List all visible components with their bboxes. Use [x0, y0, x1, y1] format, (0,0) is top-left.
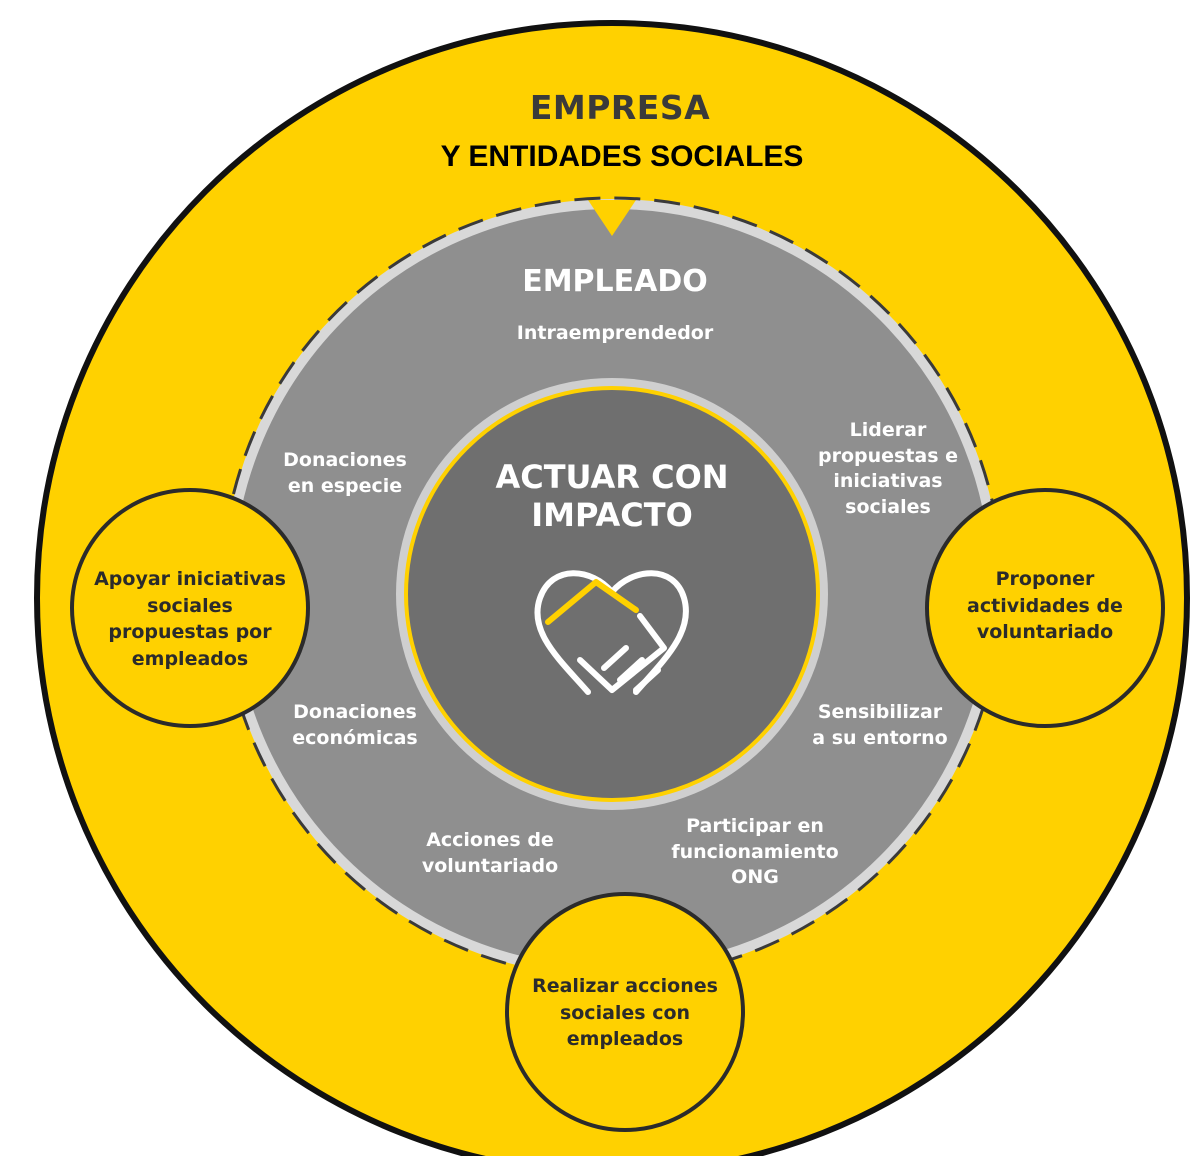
- employee-subtitle: Intraemprendedor: [516, 322, 714, 344]
- ring-item-participar: Participar en funcionamiento ONG: [671, 815, 839, 889]
- outer-subtitle: Y ENTIDADES SOCIALES: [440, 140, 804, 173]
- node-bottom-text: Realizar acciones sociales con empleados: [532, 975, 718, 1051]
- outer-title: EMPRESA: [529, 88, 711, 127]
- title-pointer: [588, 200, 636, 236]
- ring-item-donaciones-especie: Donaciones en especie: [283, 449, 407, 497]
- ring-item-donaciones-economicas: Donaciones económicas: [292, 701, 418, 749]
- center-title: ACTUAR CON IMPACTO: [495, 458, 729, 535]
- ring-item-sensibilizar: Sensibilizar a su entorno: [812, 701, 948, 749]
- node-left-text: Apoyar iniciativas sociales propuestas p…: [94, 568, 286, 670]
- employee-title: EMPLEADO: [522, 264, 708, 299]
- ring-item-liderar: Liderar propuestas e iniciativas sociale…: [817, 419, 959, 518]
- node-right-text: Proponer actividades de voluntariado: [967, 568, 1123, 644]
- node-right: [925, 488, 1165, 728]
- handshake-heart-icon: [534, 570, 689, 695]
- ring-item-acciones-voluntariado: Acciones de voluntariado: [421, 829, 559, 877]
- node-bottom: [505, 892, 745, 1132]
- node-left: [70, 488, 310, 728]
